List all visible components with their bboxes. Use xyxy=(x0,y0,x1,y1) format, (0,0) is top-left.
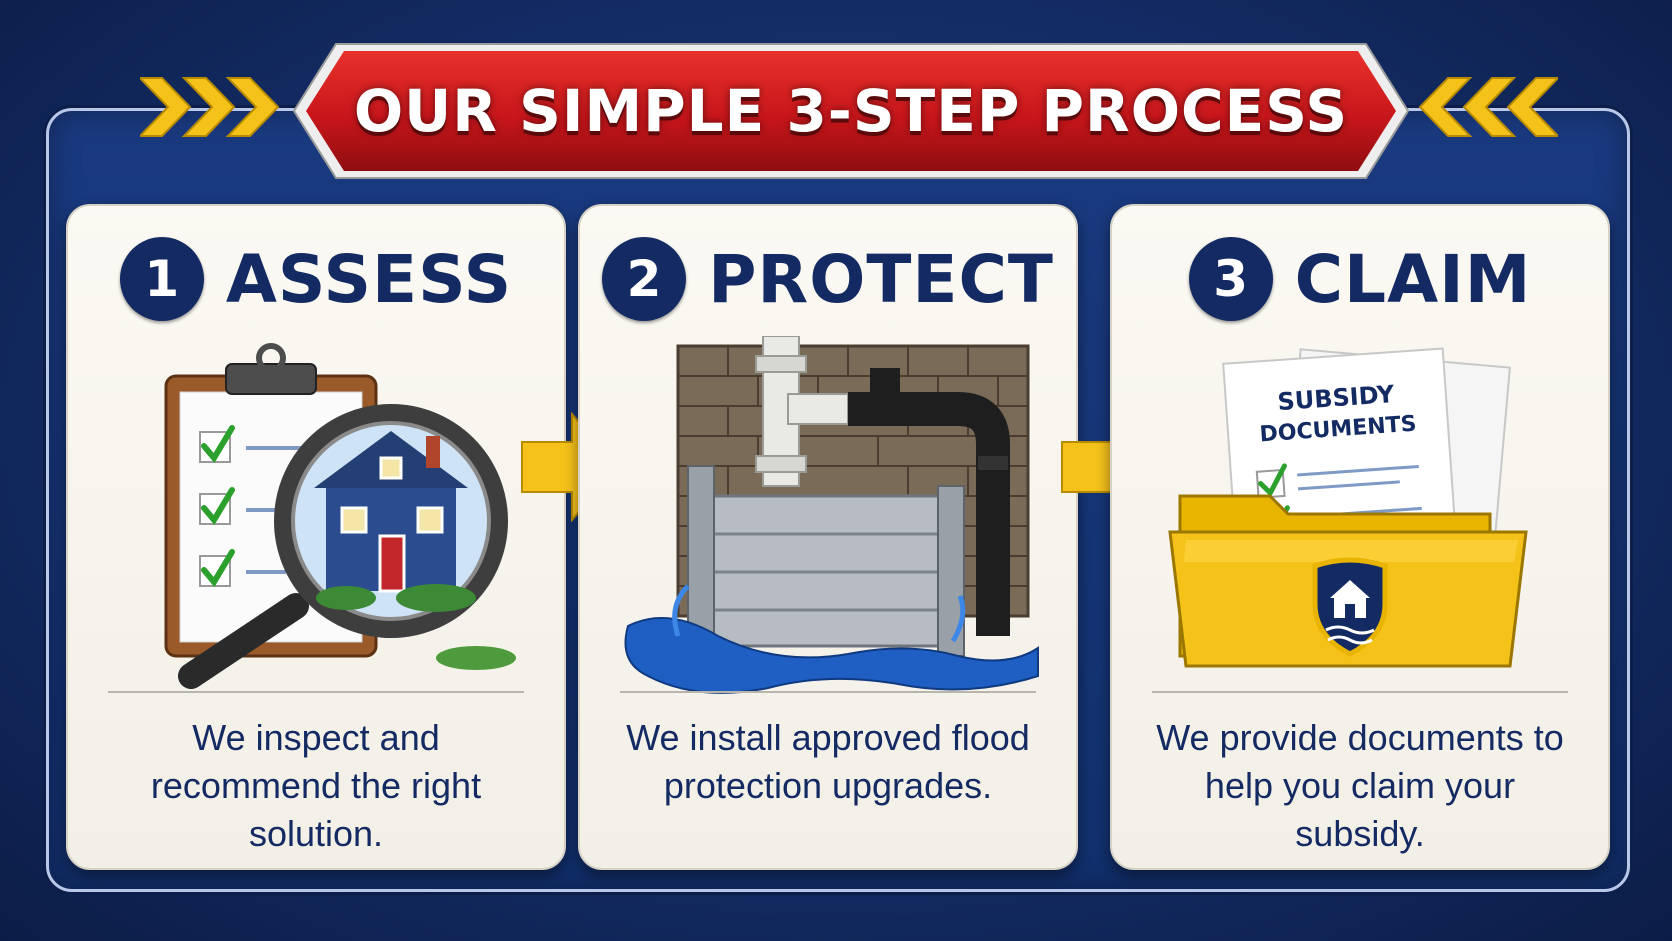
step-card-protect: 2 PROTECT xyxy=(578,204,1078,870)
step-description: We install approved flood protection upg… xyxy=(626,717,1030,806)
banner-title: OUR SIMPLE 3-STEP PROCESS xyxy=(353,77,1349,145)
step-number-badge: 3 xyxy=(1188,237,1273,321)
step-title: ASSESS xyxy=(225,240,513,318)
checkmark-icon xyxy=(199,425,235,588)
step-description: We inspect and recommend the right solut… xyxy=(150,717,482,854)
title-banner: OUR SIMPLE 3-STEP PROCESS xyxy=(292,42,1410,180)
step-title: CLAIM xyxy=(1294,240,1532,318)
flood-barrier-icon xyxy=(624,335,1039,694)
divider xyxy=(620,691,1036,693)
divider xyxy=(108,691,524,693)
house-icon xyxy=(314,431,476,612)
step-card-claim: 3 CLAIM SUBSIDY DOCUMENTS xyxy=(1110,204,1610,870)
shield-house-icon xyxy=(1312,557,1388,657)
claim-illustration: SUBSIDY DOCUMENTS xyxy=(1140,336,1580,706)
protect-illustration xyxy=(608,335,1048,706)
step-header: 2 PROTECT xyxy=(580,234,1076,324)
step-title: PROTECT xyxy=(708,240,1054,318)
step-header: 1 ASSESS xyxy=(68,234,564,324)
chevron-right-icon xyxy=(140,76,280,138)
divider xyxy=(1152,691,1568,693)
step-number-badge: 2 xyxy=(602,237,687,321)
step-description: We provide documents to help you claim y… xyxy=(1156,717,1564,854)
chevron-left-icon xyxy=(1418,76,1558,138)
step-header: 3 CLAIM xyxy=(1112,234,1608,324)
assess-illustration xyxy=(96,336,536,706)
step-number-badge: 1 xyxy=(119,237,204,321)
step-card-assess: 1 ASSESS xyxy=(66,204,566,870)
